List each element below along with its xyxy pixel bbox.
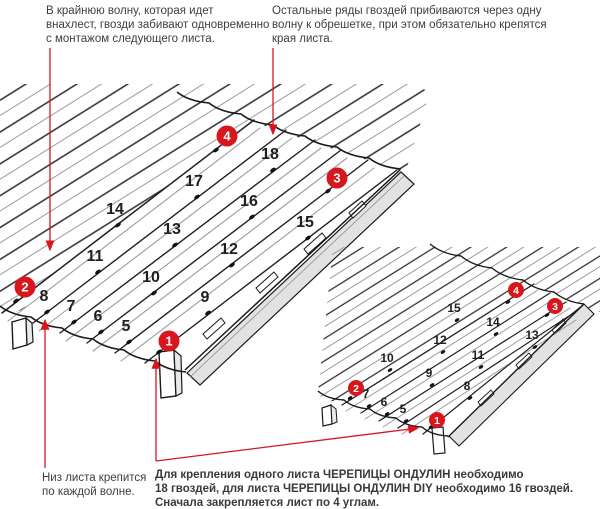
nail-number: 9 xyxy=(426,366,433,380)
nail-number: 15 xyxy=(447,301,461,315)
corner-badge xyxy=(326,167,348,189)
inset-sheet-right-edge xyxy=(447,304,584,438)
corner-badge xyxy=(547,298,563,314)
nail-dot xyxy=(126,339,132,345)
nail-number: 6 xyxy=(94,308,103,325)
left-batten-post xyxy=(11,316,34,350)
corner-badge xyxy=(429,412,445,428)
nail-dot xyxy=(429,383,435,387)
leader-lines xyxy=(40,48,420,468)
nail-number: 8 xyxy=(464,379,471,393)
nail-number: 15 xyxy=(296,214,314,231)
corner-badge-number: 4 xyxy=(223,129,231,144)
nail-number: 13 xyxy=(525,328,539,342)
nail-dot xyxy=(270,167,276,173)
nail-number: 12 xyxy=(220,241,238,258)
nail-dot xyxy=(172,242,178,248)
nail-number: 5 xyxy=(122,318,131,335)
inset-cut-edge xyxy=(429,243,585,305)
nail-dot xyxy=(229,262,235,268)
nail-number: 7 xyxy=(363,387,370,401)
nail-dot xyxy=(403,419,409,423)
nail-dot xyxy=(454,318,460,322)
nail-dot xyxy=(544,313,550,317)
nail-number: 16 xyxy=(240,193,258,210)
corner-badge-number: 3 xyxy=(552,301,558,313)
nail-dot xyxy=(194,194,200,200)
nail-dot xyxy=(95,269,101,275)
corner-batten-post xyxy=(158,348,183,399)
main-sheet-waves xyxy=(1,119,398,364)
nail-number: 14 xyxy=(486,315,500,329)
annotation-top-left: В крайнюю волну, которая идет внахлест, … xyxy=(46,5,270,45)
nail-number: 5 xyxy=(400,402,407,416)
nail-dot xyxy=(505,300,511,304)
nail-number: 10 xyxy=(142,269,160,286)
nail-dot xyxy=(115,222,121,228)
nail-number: 11 xyxy=(87,248,104,265)
annotation-bottom-note: Для крепления одного листа ЧЕРЕПИЦЫ ОНДУ… xyxy=(155,469,574,509)
nail-dot xyxy=(13,298,19,304)
corner-badge xyxy=(158,330,180,352)
main-sheet-right-edge xyxy=(184,169,401,371)
annotation-bottom-left: Низ листа крепится по каждой волне. xyxy=(42,472,147,498)
inset-eaves-edge xyxy=(317,390,449,437)
nail-number: 12 xyxy=(433,333,447,347)
nail-dot xyxy=(44,309,50,315)
nail-number: 17 xyxy=(185,173,203,190)
corner-badge-number: 1 xyxy=(165,334,172,349)
inset-sheet xyxy=(350,284,584,437)
corner-badge-number: 1 xyxy=(434,415,440,427)
nail-dot xyxy=(156,349,162,355)
nail-dot xyxy=(366,404,372,408)
nail-dot xyxy=(384,412,390,416)
nail-dot xyxy=(213,147,219,153)
nail-number: 8 xyxy=(40,288,49,305)
corner-badge xyxy=(216,125,238,147)
main-sheet xyxy=(16,120,400,370)
nail-number: 14 xyxy=(106,201,124,218)
leader-note-to-inset xyxy=(155,424,420,462)
roof-hatching xyxy=(0,84,429,318)
nail-dot xyxy=(440,350,446,354)
nail-dot xyxy=(71,319,77,325)
nail-number: 7 xyxy=(67,298,76,315)
nail-number: 10 xyxy=(380,351,394,365)
corner-badge-number: 2 xyxy=(353,383,359,395)
corner-badge xyxy=(348,380,364,396)
inset-left-post xyxy=(321,403,338,427)
nail-dot xyxy=(467,396,473,400)
nail-dot xyxy=(151,290,157,296)
nail-dot xyxy=(305,235,311,241)
nail-dot xyxy=(249,214,255,220)
nail-dot xyxy=(532,345,538,349)
annotation-top-right: Остальные ряды гвоздей прибиваются через… xyxy=(272,5,547,45)
corner-badge-number: 2 xyxy=(21,280,28,295)
main-cut-edge xyxy=(176,91,402,170)
nail-number: 13 xyxy=(163,221,181,238)
corner-badge xyxy=(14,276,36,298)
nail-number: 18 xyxy=(261,146,279,163)
corner-badge xyxy=(508,282,524,298)
inset-corner-post xyxy=(431,426,446,455)
nail-number: 6 xyxy=(381,395,388,409)
nail-dot xyxy=(478,365,484,369)
nail-number: 11 xyxy=(472,348,485,362)
corner-badge-number: 4 xyxy=(513,285,519,297)
nail-dot xyxy=(98,329,104,335)
corner-badge-number: 3 xyxy=(333,171,340,186)
nail-dot xyxy=(205,310,211,316)
nail-dot xyxy=(493,332,499,336)
nail-dot xyxy=(325,188,331,194)
nail-dot xyxy=(347,396,353,400)
nail-number: 9 xyxy=(201,289,210,306)
nail-dot xyxy=(387,368,393,372)
